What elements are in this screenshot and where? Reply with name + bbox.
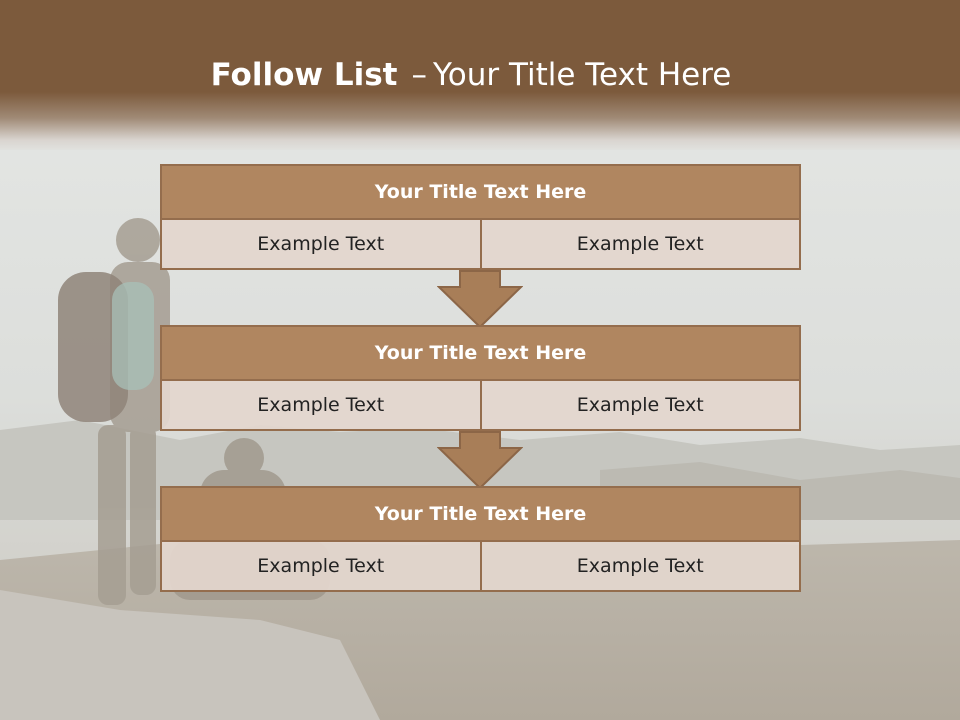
block-title: Your Title Text Here xyxy=(160,325,801,381)
block-cell-right: Example Text xyxy=(481,220,801,270)
slide-title-bold: Follow List xyxy=(210,57,398,93)
block-row: Example Text Example Text xyxy=(160,381,801,431)
block-cell-left: Example Text xyxy=(160,542,482,592)
list-block-3: Your Title Text Here Example Text Exampl… xyxy=(160,486,801,592)
list-block-2: Your Title Text Here Example Text Exampl… xyxy=(160,325,801,431)
block-row: Example Text Example Text xyxy=(160,220,801,270)
list-block-1: Your Title Text Here Example Text Exampl… xyxy=(160,164,801,270)
block-title: Your Title Text Here xyxy=(160,486,801,542)
block-cell-left: Example Text xyxy=(160,381,482,431)
header-band xyxy=(0,0,960,150)
block-cell-left: Example Text xyxy=(160,220,482,270)
block-cell-right: Example Text xyxy=(481,542,801,592)
block-row: Example Text Example Text xyxy=(160,542,801,592)
slide-title-dash: – xyxy=(411,57,427,93)
down-arrow-icon xyxy=(436,270,524,332)
block-cell-right: Example Text xyxy=(481,381,801,431)
slide-title: Follow List–Your Title Text Here xyxy=(0,55,942,95)
slide-title-rest: Your Title Text Here xyxy=(432,57,732,93)
down-arrow-icon xyxy=(436,431,524,493)
block-title: Your Title Text Here xyxy=(160,164,801,220)
